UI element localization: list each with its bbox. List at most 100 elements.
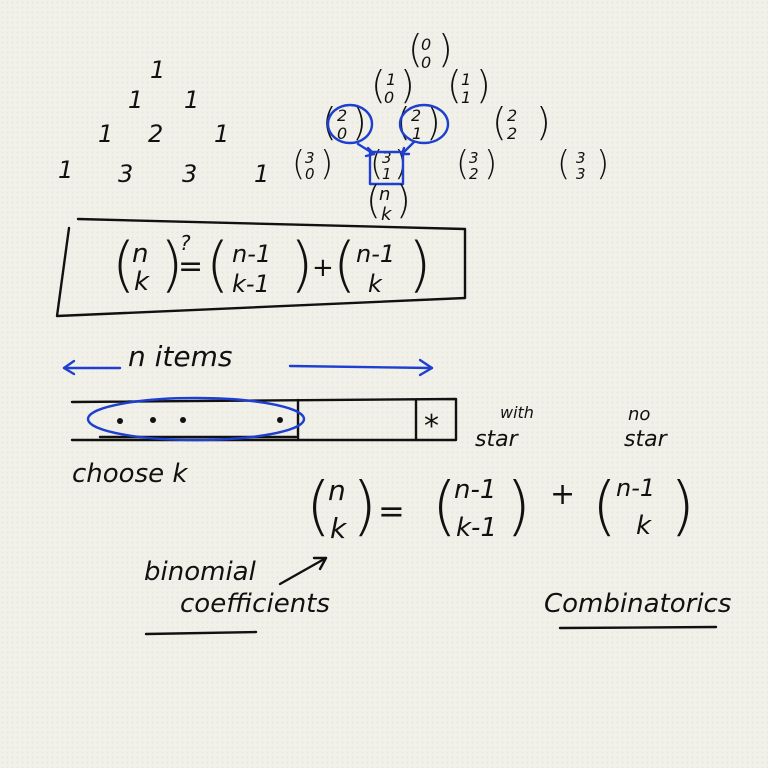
svg-text:): ) bbox=[476, 63, 491, 107]
svg-text:(: ( bbox=[492, 100, 507, 144]
binomial-1-1: ( 1 1 ) bbox=[447, 63, 491, 107]
svg-text:n-1: n-1 bbox=[232, 240, 271, 268]
plus-sign: + bbox=[312, 253, 334, 283]
item-dot bbox=[117, 418, 123, 424]
svg-text:2: 2 bbox=[469, 165, 479, 183]
pascal-r2-c2: 1 bbox=[214, 120, 229, 148]
svg-text:1: 1 bbox=[461, 70, 471, 89]
pointer-arrowhead bbox=[312, 556, 328, 571]
svg-text:2: 2 bbox=[507, 106, 517, 125]
svg-text:): ) bbox=[484, 144, 497, 184]
pascal-r1-c0: 1 bbox=[128, 86, 143, 114]
n-items-annotation: n items bbox=[62, 340, 434, 377]
underline bbox=[558, 625, 718, 630]
svg-text:k: k bbox=[134, 267, 150, 297]
svg-text:1: 1 bbox=[461, 88, 471, 107]
pascal-r2-c0: 1 bbox=[98, 120, 113, 148]
svg-text:n-1: n-1 bbox=[616, 474, 655, 502]
svg-text:n: n bbox=[379, 184, 390, 205]
svg-text:(: ( bbox=[432, 470, 457, 544]
svg-text:): ) bbox=[670, 470, 695, 544]
pascal-triangle-numbers: 1 1 1 1 2 1 1 3 3 1 bbox=[58, 56, 269, 188]
svg-text:1: 1 bbox=[386, 70, 396, 89]
svg-text:): ) bbox=[506, 470, 531, 544]
binomial-3-3: ( 3 3 ) bbox=[557, 144, 609, 184]
binomial-3-0: ( 3 0 ) bbox=[292, 144, 333, 184]
svg-text:): ) bbox=[160, 230, 183, 300]
item-dot bbox=[150, 417, 156, 423]
chosen-items-ellipse bbox=[86, 396, 306, 442]
svg-text:(: ( bbox=[366, 178, 381, 222]
binomial-3-2: ( 3 2 ) bbox=[456, 144, 497, 184]
svg-text:with: with bbox=[500, 403, 534, 422]
pascal-r0-c0: 1 bbox=[150, 56, 165, 84]
svg-text:(: ( bbox=[456, 144, 469, 184]
bottom-lhs: ( n k ) bbox=[306, 470, 377, 545]
identity-term1: ( n-1 k-1 ) bbox=[206, 230, 313, 300]
svg-text:3: 3 bbox=[469, 149, 479, 167]
identity-box: ( n k ) ? = ( n-1 k-1 ) + ( n-1 k ) bbox=[55, 217, 467, 318]
svg-text:(: ( bbox=[371, 63, 386, 107]
right-arrowhead bbox=[418, 358, 434, 377]
pascal-r3-c3: 1 bbox=[254, 160, 269, 188]
with-star-label: with star bbox=[475, 403, 534, 452]
svg-text:(: ( bbox=[306, 470, 331, 544]
svg-text:k: k bbox=[330, 512, 348, 545]
pascal-r3-c1: 3 bbox=[118, 160, 133, 188]
pascal-r3-c0: 1 bbox=[58, 156, 73, 184]
blue-arrowhead bbox=[400, 146, 411, 156]
svg-text:n-1: n-1 bbox=[356, 240, 395, 268]
svg-text:star: star bbox=[475, 427, 520, 452]
svg-text:(: ( bbox=[333, 230, 356, 300]
choose-k-label: choose k bbox=[72, 459, 188, 489]
pointer-arrow bbox=[278, 556, 328, 586]
pascal-r1-c1: 1 bbox=[184, 86, 199, 114]
svg-text:coefficients: coefficients bbox=[180, 589, 330, 619]
svg-text:0: 0 bbox=[384, 88, 394, 107]
identity-box-border bbox=[55, 217, 467, 318]
bottom-term2: ( n-1 k ) bbox=[592, 470, 695, 544]
pascal-r3-c2: 3 bbox=[182, 160, 197, 188]
pascal-r2-c1: 2 bbox=[148, 120, 163, 148]
binomial-2-0: ( 2 0 ) bbox=[322, 100, 374, 145]
svg-text:k: k bbox=[368, 270, 383, 298]
strip-outline bbox=[70, 397, 458, 442]
svg-text:k: k bbox=[381, 204, 393, 225]
svg-text:): ) bbox=[426, 100, 441, 144]
svg-text:): ) bbox=[408, 230, 431, 300]
svg-text:3: 3 bbox=[576, 165, 586, 183]
svg-text:(: ( bbox=[557, 144, 570, 184]
svg-text:2: 2 bbox=[337, 106, 347, 125]
blue-arrowhead bbox=[364, 146, 376, 158]
highlight-circle bbox=[326, 103, 374, 145]
equals-sign: = bbox=[378, 492, 405, 530]
svg-text:no: no bbox=[628, 404, 650, 425]
identity-lhs: ( n k ) bbox=[112, 230, 183, 300]
binomial-n-k: ( n k ) bbox=[366, 178, 411, 225]
svg-text:2: 2 bbox=[507, 124, 517, 143]
svg-text:k-1: k-1 bbox=[456, 513, 497, 543]
svg-text:0: 0 bbox=[421, 53, 431, 72]
svg-text:3: 3 bbox=[382, 149, 392, 167]
n-items-label: n items bbox=[128, 340, 233, 373]
bottom-identity: ( n k ) = ( n-1 k-1 ) + ( n-1 k ) bbox=[306, 470, 695, 545]
svg-text:2: 2 bbox=[411, 106, 421, 125]
svg-text:): ) bbox=[290, 230, 313, 300]
no-star-label: no star bbox=[624, 404, 669, 452]
equals-sign: = bbox=[178, 249, 203, 284]
svg-text:(: ( bbox=[292, 144, 305, 184]
svg-text:n: n bbox=[132, 239, 148, 269]
svg-text:): ) bbox=[536, 100, 551, 144]
svg-text:): ) bbox=[352, 100, 367, 144]
svg-text:n: n bbox=[328, 474, 346, 507]
question-mark: ? bbox=[180, 231, 191, 255]
svg-text:star: star bbox=[624, 427, 669, 452]
star-item: * bbox=[424, 409, 439, 444]
svg-text:): ) bbox=[352, 470, 377, 544]
svg-text:(: ( bbox=[112, 230, 135, 300]
identity-term2: ( n-1 k ) bbox=[333, 230, 431, 300]
svg-text:): ) bbox=[596, 144, 609, 184]
binomial-2-2: ( 2 2 ) bbox=[492, 100, 551, 144]
